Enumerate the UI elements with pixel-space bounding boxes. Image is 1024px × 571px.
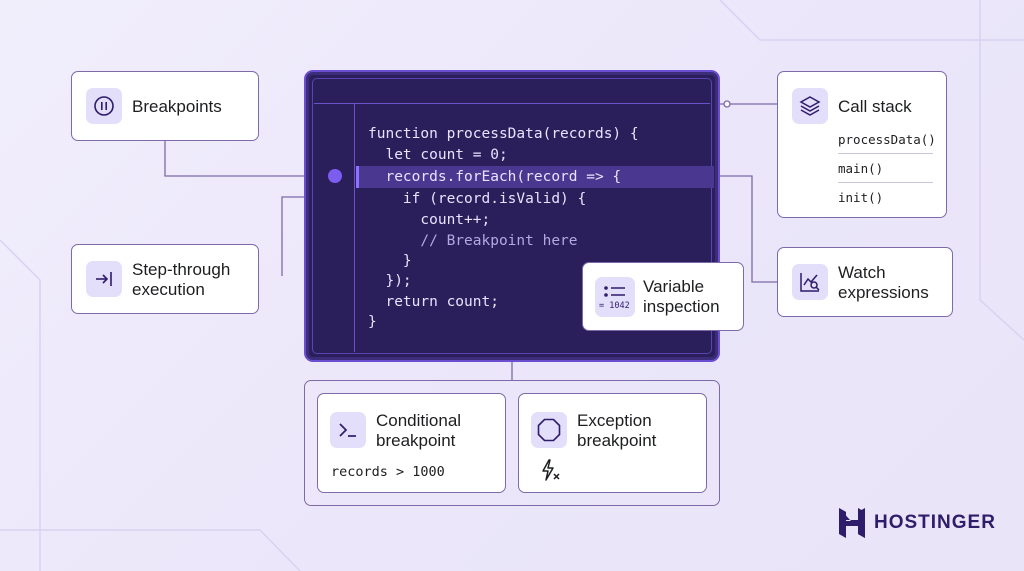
- layers-icon: [792, 88, 828, 124]
- conditional-label-line1: Conditional: [376, 411, 462, 430]
- list-icon: [595, 277, 635, 317]
- code-line: let count = 0;: [368, 147, 508, 163]
- editor-gutter: [354, 103, 355, 352]
- watch-label-line1: Watch: [838, 263, 886, 282]
- pause-icon: [86, 88, 122, 124]
- code-line: }: [368, 253, 412, 269]
- code-line: function processData(records) {: [368, 126, 639, 142]
- code-line: }: [368, 314, 377, 330]
- step-through-card: Step-through execution: [71, 244, 259, 314]
- code-line: count++;: [368, 212, 491, 228]
- code-comment: // Breakpoint here: [368, 233, 578, 249]
- editor-frame: [312, 78, 712, 354]
- stack-divider: [838, 182, 933, 183]
- variable-label-line1: Variable: [643, 277, 705, 296]
- variable-inspection-card: = 1042 Variable inspection: [582, 262, 744, 331]
- lightning-x-icon: [539, 458, 563, 487]
- highlighted-line: [356, 166, 714, 188]
- breakpoint-dot-icon[interactable]: [328, 169, 342, 183]
- brand-name: HOSTINGER: [874, 512, 996, 533]
- octagon-icon: [531, 412, 567, 448]
- variable-value: = 1042: [599, 301, 630, 311]
- call-stack-title: Call stack: [838, 97, 912, 116]
- exception-breakpoint-card: Exception breakpoint: [518, 393, 707, 493]
- terminal-icon: [330, 412, 366, 448]
- breakpoints-card: Breakpoints: [71, 71, 259, 141]
- stack-frame: init(): [838, 190, 884, 205]
- watch-label-line2: expressions: [838, 283, 929, 302]
- code-line: if (record.isValid) {: [368, 191, 587, 207]
- code-line: records.forEach(record => {: [368, 169, 622, 185]
- step-into-icon: [86, 261, 122, 297]
- call-stack-card: Call stack processData() main() init(): [777, 71, 947, 218]
- stack-divider: [838, 153, 933, 154]
- breakpoints-label: Breakpoints: [132, 97, 222, 116]
- conditional-breakpoint-card: Conditional breakpoint records > 1000: [317, 393, 506, 493]
- stack-frame: processData(): [838, 132, 936, 147]
- code-line: return count;: [368, 294, 499, 310]
- variable-label-line2: inspection: [643, 297, 720, 316]
- exception-label-line2: breakpoint: [577, 431, 657, 450]
- stack-frame: main(): [838, 161, 884, 176]
- code-line: });: [368, 273, 412, 289]
- conditional-expression: records > 1000: [331, 464, 445, 480]
- step-through-label-line2: execution: [132, 280, 205, 299]
- watch-expressions-card: Watch expressions: [777, 247, 953, 317]
- editor-header-divider: [314, 103, 710, 104]
- highlight-marker: [356, 166, 359, 188]
- conditional-label-line2: breakpoint: [376, 431, 456, 450]
- hostinger-logo-icon: [838, 507, 866, 544]
- breakpoint-types-group: [304, 380, 720, 506]
- chart-search-icon: [792, 264, 828, 300]
- step-through-label-line1: Step-through: [132, 260, 231, 279]
- exception-label-line1: Exception: [577, 411, 652, 430]
